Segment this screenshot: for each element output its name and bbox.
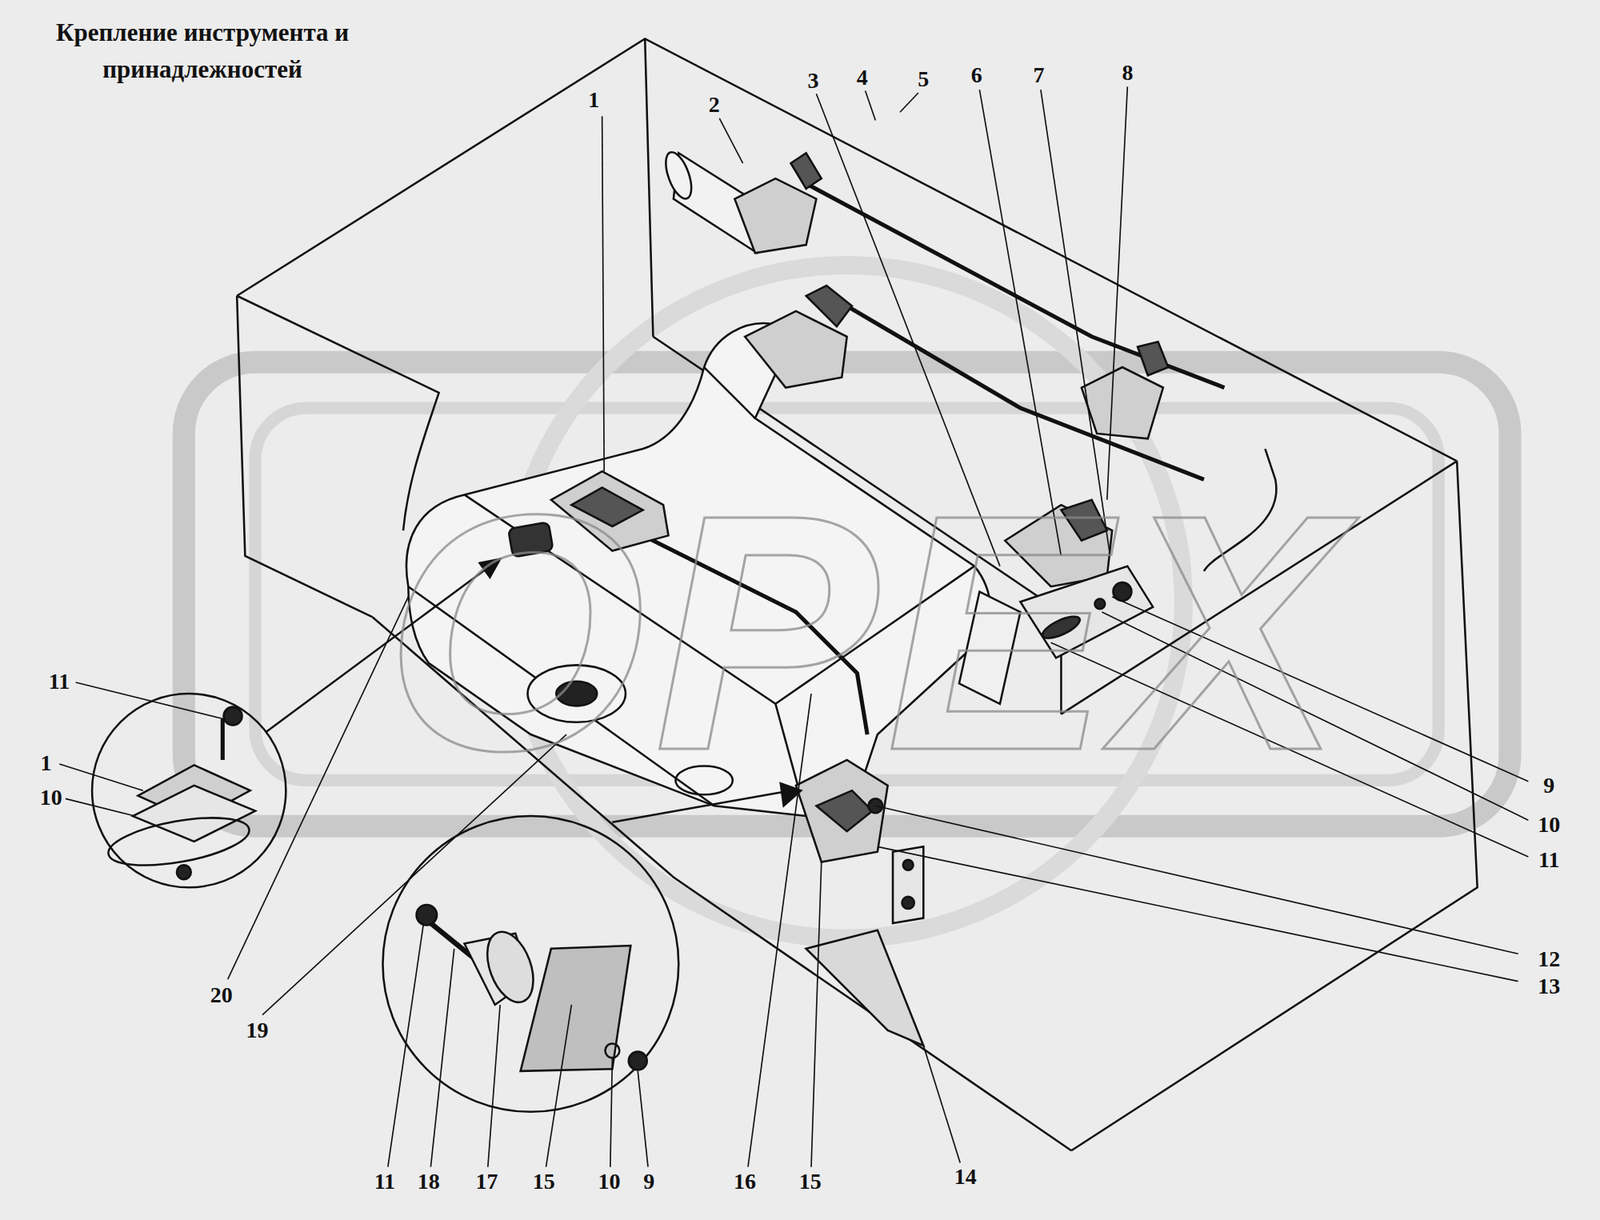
- drawing-line: [176, 864, 192, 880]
- callout-number: 3: [806, 68, 821, 93]
- drawing-line: [644, 38, 653, 336]
- callout-number: 9: [641, 1169, 656, 1194]
- callout-number: 1: [38, 751, 53, 776]
- leader-line: [59, 86, 1528, 1167]
- drawing-line: [865, 90, 876, 120]
- diagram-title: Крепление инструмента и принадлежностей: [14, 14, 391, 89]
- drawing-line: [184, 362, 1511, 827]
- drawing-line: [416, 904, 438, 926]
- drawing-line: [903, 860, 914, 871]
- callout-number: 11: [47, 669, 72, 694]
- drawing-line: [388, 923, 424, 1168]
- callout-number: 12: [1536, 947, 1562, 972]
- callout-number: 10: [596, 1169, 622, 1194]
- callout-number: 15: [797, 1169, 824, 1194]
- drawing-line: [704, 367, 756, 419]
- drawing-line: [546, 1004, 572, 1168]
- drawing-line: [59, 764, 144, 791]
- drawing-line: [628, 1052, 648, 1071]
- drawing-line: [806, 285, 852, 327]
- drawing-line: [811, 861, 822, 1167]
- drawing-line: [900, 92, 919, 112]
- callout-number: 16: [732, 1169, 758, 1194]
- drawing-line: [65, 798, 136, 816]
- drawing-line: [220, 719, 225, 760]
- callout-number: 7: [1031, 63, 1046, 88]
- drawing-line: [892, 846, 924, 924]
- watermark: OPEX: [384, 464, 1351, 801]
- callout-number: 13: [1536, 974, 1562, 999]
- drawing-line: [1081, 367, 1164, 439]
- callout-number: 2: [707, 92, 722, 117]
- drawing-line: [719, 118, 743, 164]
- callout-number: 6: [969, 63, 984, 88]
- drawing-line: [602, 116, 605, 472]
- drawing-line: [660, 148, 697, 202]
- drawing-line: [488, 1004, 500, 1168]
- drawing-line: [132, 785, 256, 842]
- drawing-line: [76, 682, 225, 720]
- drawing-line: [236, 296, 373, 618]
- drawing-line: [637, 1071, 648, 1168]
- drawing-line: [382, 816, 679, 1112]
- callout-number: 5: [916, 67, 931, 92]
- callout-number: 17: [473, 1169, 500, 1194]
- drawing-line: [877, 846, 1519, 981]
- drawing-line: [806, 184, 1225, 388]
- callout-number: 10: [38, 785, 64, 810]
- callout-number: 8: [1120, 60, 1135, 85]
- drawing-line: [236, 38, 1457, 461]
- drawing-line: [806, 930, 924, 1046]
- drawing-line: [847, 306, 1204, 480]
- callout-number: 20: [208, 983, 235, 1008]
- drawing-line: [430, 923, 475, 960]
- drawing-line: [228, 596, 409, 980]
- drawing-line: [734, 178, 816, 253]
- drawing-line: [791, 152, 822, 189]
- drawing-line: [923, 1045, 960, 1164]
- callout-number: 10: [1536, 812, 1562, 837]
- callout-number: 15: [531, 1169, 557, 1194]
- drawing-line: [224, 707, 243, 726]
- background-logo: [184, 265, 1511, 940]
- drawing-line: [430, 948, 454, 1168]
- callout-number: 9: [1541, 773, 1556, 798]
- callout-number: 11: [1536, 848, 1561, 872]
- callout-number: 19: [244, 1018, 270, 1043]
- drawing-line: [902, 896, 915, 909]
- drawing-line: [104, 808, 253, 874]
- callout-number: 11: [372, 1169, 397, 1194]
- bracket: [796, 760, 924, 1046]
- drawing-line: [1107, 86, 1128, 500]
- drawing-line: [92, 693, 286, 888]
- drawing-line: [604, 1043, 620, 1058]
- callout-number: 4: [855, 65, 870, 90]
- compartment-box: [236, 38, 1478, 1151]
- drawing-line: [478, 925, 542, 1009]
- drawing-line: [875, 805, 1518, 954]
- drawing-line: [1137, 341, 1168, 376]
- callout-number: 14: [952, 1164, 979, 1189]
- drawing-line: [520, 945, 632, 1072]
- callout-number: 18: [416, 1169, 442, 1194]
- callout-number: 1: [586, 88, 601, 112]
- drawing-line: [610, 1057, 613, 1167]
